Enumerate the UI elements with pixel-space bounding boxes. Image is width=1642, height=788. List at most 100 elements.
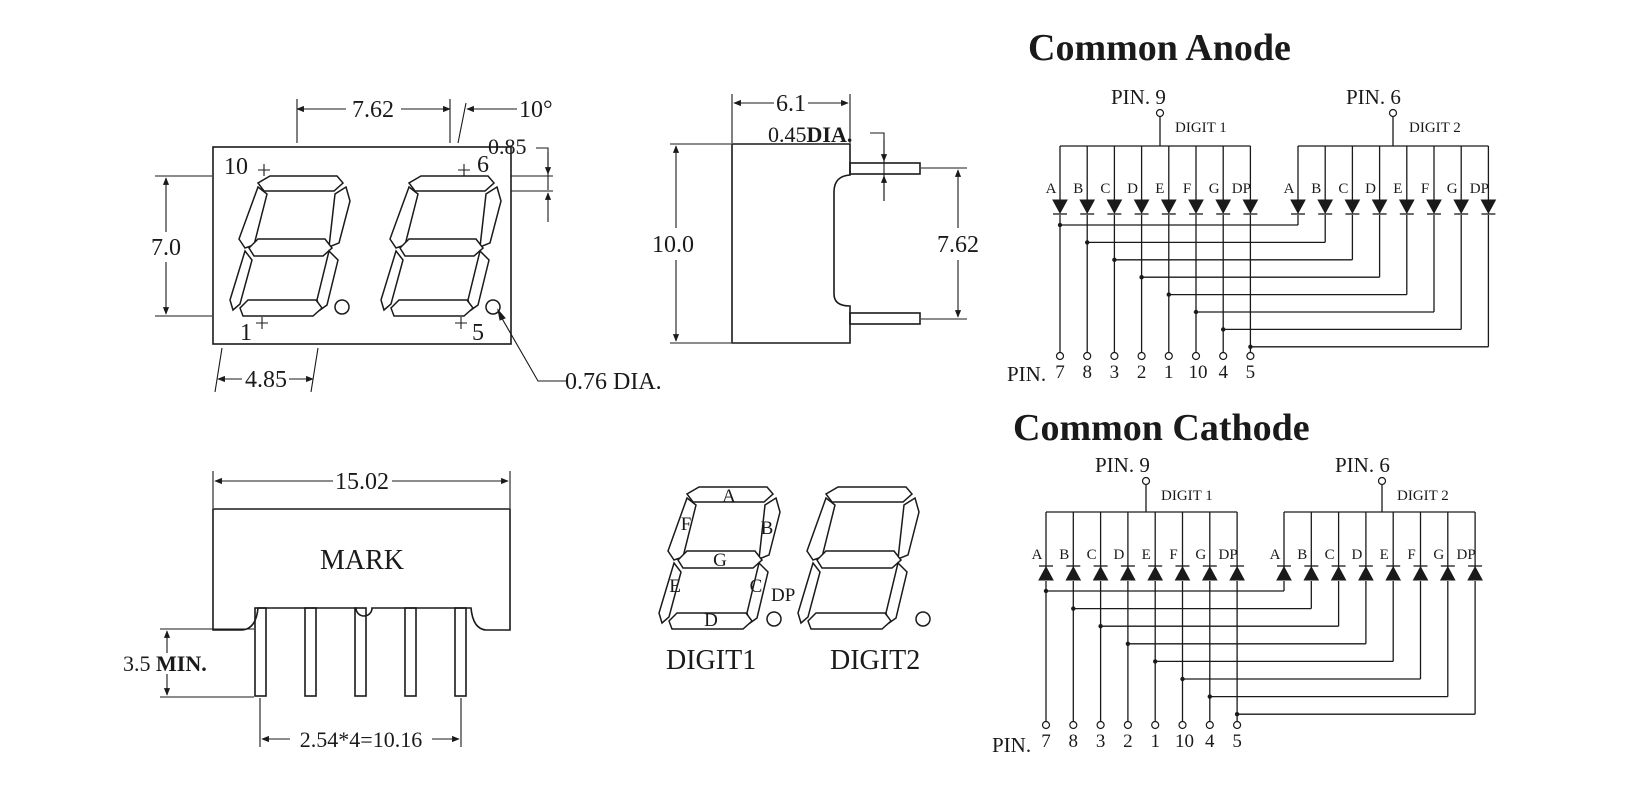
common_anode-digit2-segment-a: A xyxy=(1284,181,1295,197)
front-digit-1 xyxy=(229,175,351,317)
common-anode-schematic: Common Anode PIN. 9 PIN. 6 DIGIT 1 DIGIT… xyxy=(1007,27,1497,386)
common_cathode-junction-d xyxy=(1125,641,1131,646)
front-view: 10 6 1 5 7.62 10° 0.85 7.0 4.85 0.76 DIA… xyxy=(151,97,662,395)
common_cathode-digit1-segment-d: D xyxy=(1113,547,1124,563)
common_cathode-junction-c xyxy=(1098,624,1103,629)
common_cathode-digit2-segment-e: E xyxy=(1380,547,1389,563)
anode-pin-6-label: PIN. 6 xyxy=(1346,85,1401,109)
common_anode-bottom-pin-c xyxy=(1110,351,1119,361)
common_cathode-bottom-pin-a xyxy=(1041,720,1051,730)
common_cathode-digit2-segment-a: A xyxy=(1270,547,1281,563)
common_anode-junction-dp xyxy=(1248,344,1253,349)
common_cathode-bottom-pin-c xyxy=(1096,720,1105,730)
common_cathode-bottom-pin-e xyxy=(1151,720,1160,730)
common_anode-bottom-pin-dp xyxy=(1246,351,1255,361)
side-view-outline xyxy=(731,143,851,344)
dim-pin-dia: 0.45DIA. xyxy=(768,122,852,147)
common_cathode-digit2-segment-d: D xyxy=(1351,547,1362,563)
common_anode-digit1-diode-g xyxy=(1215,199,1232,215)
common_anode-digit1-segment-dp: DP xyxy=(1232,181,1251,197)
common_anode-bottom-pin-f xyxy=(1191,351,1201,361)
common_cathode-bottom-pin-label-e: 1 xyxy=(1150,731,1160,752)
common_cathode-digit2-diode-c xyxy=(1330,565,1347,581)
common_cathode-digit1-diode-f xyxy=(1174,565,1191,581)
dim-seg-offset: 0.85 xyxy=(488,134,527,159)
common_cathode-digit1-diode-a xyxy=(1038,565,1054,581)
common_anode-digit2-diode-d xyxy=(1371,199,1388,215)
common_cathode-digit1-diode-c xyxy=(1092,565,1109,581)
common_anode-digit1-diode-dp xyxy=(1242,199,1259,215)
front-view-outline xyxy=(212,146,512,345)
segment-label-b: B xyxy=(761,518,774,539)
common_cathode-digit2-segment-b: B xyxy=(1297,547,1307,563)
common_anode-junction-f xyxy=(1193,309,1199,315)
common_cathode-bottom-pin-f xyxy=(1178,720,1187,730)
common_cathode-bottom-pin-g xyxy=(1205,720,1214,730)
pin-label-10: 10 xyxy=(224,154,248,180)
common_anode-digit2-common-pin xyxy=(1388,108,1398,118)
common-cathode-schematic: Common Cathode PIN. 9 PIN. 6 DIGIT 1 DIG… xyxy=(992,407,1483,757)
common_cathode-bottom-pin-d xyxy=(1123,720,1133,730)
common_cathode-digit1-segment-a: A xyxy=(1032,547,1043,563)
segment-dp-dot-2 xyxy=(915,611,931,627)
common_cathode-junction-g xyxy=(1207,694,1213,699)
common_cathode-digit1-diode-e xyxy=(1147,565,1164,581)
common_anode-junction-e xyxy=(1166,292,1172,297)
segment-label-d: D xyxy=(704,610,718,631)
dim-side-depth: 6.1 xyxy=(776,91,806,117)
common-cathode-title: Common Cathode xyxy=(1013,407,1310,449)
common_anode-digit1-diode-c xyxy=(1106,199,1123,215)
mark-label: MARK xyxy=(320,545,404,576)
common_anode-digit2-diode-dp xyxy=(1480,199,1497,215)
common_anode-digit1-diode-b xyxy=(1079,199,1096,215)
common_cathode-digit2-segment-dp: DP xyxy=(1457,547,1476,563)
pin-label-5: 5 xyxy=(472,320,484,346)
common_anode-digit1-common-pin xyxy=(1155,108,1165,118)
common_cathode-digit1-segment-f: F xyxy=(1169,547,1177,563)
pin-label-6: 6 xyxy=(477,152,489,178)
dim-pitch-total: 2.54*4=10.16 xyxy=(300,727,422,752)
common_anode-junction-d xyxy=(1139,275,1144,280)
common_cathode-digit2-segment-f: F xyxy=(1407,547,1415,563)
common_anode-bottom-pin-label-e: 1 xyxy=(1164,362,1174,383)
common_anode-digit1-segment-a: A xyxy=(1046,181,1057,197)
common_cathode-bottom-pin-dp xyxy=(1232,720,1242,730)
common_anode-bottom-pin-label-g: 4 xyxy=(1218,362,1228,383)
common_cathode-digit2-diode-dp xyxy=(1467,565,1483,581)
common_cathode-digit2-diode-e xyxy=(1385,565,1402,581)
common_anode-digit1-diode-e xyxy=(1160,199,1177,215)
common_anode-digit1-segment-e: E xyxy=(1155,181,1164,197)
segment-label-dp: DP xyxy=(771,585,795,606)
common_anode-junction-a xyxy=(1057,222,1063,228)
common_cathode-junction-a xyxy=(1043,588,1049,594)
common_anode-digit2-diode-f xyxy=(1426,199,1442,215)
segment-label-c: C xyxy=(750,576,763,597)
dim-angle: 10° xyxy=(519,97,553,123)
common_anode-junction-b xyxy=(1085,240,1090,245)
front-dp-dot-1 xyxy=(334,299,350,315)
segment-diagram: A B C D E F G DP DIGIT1 DIGIT2 xyxy=(658,486,931,676)
common_anode-bottom-pin-d xyxy=(1137,351,1146,361)
common_cathode-bottom-pin-label-b: 8 xyxy=(1069,731,1079,752)
common_anode-digit2-diode-c xyxy=(1344,199,1361,215)
common_cathode-bottom-pin-label-f: 10 xyxy=(1175,731,1194,752)
cathode-pin-prefix: PIN. xyxy=(992,733,1031,757)
common_anode-digit1-segment-c: C xyxy=(1100,181,1110,197)
common_anode-digit2-diode-b xyxy=(1317,199,1334,215)
common_cathode-junction-f xyxy=(1180,676,1185,682)
common_cathode-bottom-pin-label-g: 4 xyxy=(1205,731,1215,752)
common_cathode-digit2-common-pin xyxy=(1377,476,1387,486)
common_cathode-bottom-pin-b xyxy=(1069,720,1078,730)
common_anode-digit2-segment-b: B xyxy=(1311,181,1321,197)
segment-label-e: E xyxy=(669,576,681,597)
common_cathode-digit1-segment-c: C xyxy=(1087,547,1097,563)
anode-digit2-label: DIGIT 2 xyxy=(1409,120,1461,136)
common_anode-bottom-pin-a xyxy=(1055,351,1065,361)
dim-top-pitch: 7.62 xyxy=(352,97,394,123)
common_cathode-digit1-segment-b: B xyxy=(1059,547,1069,563)
common_cathode-digit2-diode-a xyxy=(1276,565,1292,581)
common_anode-bottom-pin-b xyxy=(1083,351,1092,361)
front-digit-2 xyxy=(380,175,502,317)
common_cathode-digit2-segment-c: C xyxy=(1325,547,1335,563)
